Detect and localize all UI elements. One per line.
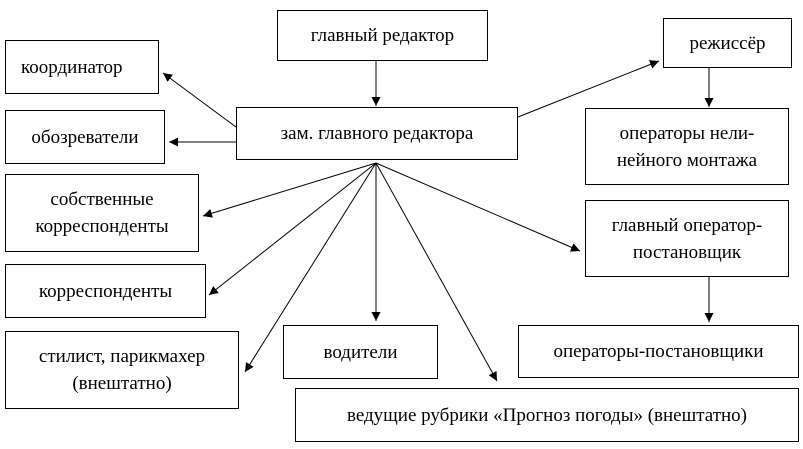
node-nonlinear-editors: операторы нели- нейного монтажа [585, 108, 789, 185]
node-label: зам. главного редактора [280, 123, 474, 144]
node-label: обозреватели [31, 126, 139, 148]
node-director: режиссёр [663, 18, 792, 68]
arrow-deputy-to-director [517, 60, 660, 118]
node-label: режиссёр [689, 32, 766, 54]
node-drivers: водители [283, 325, 438, 379]
arrow-deputy-to-stylist [244, 162, 377, 373]
arrow-deputy-to-chief-operator [375, 162, 581, 252]
node-correspondents: корреспонденты [5, 264, 206, 318]
arrow-deputy-to-correspondents [208, 162, 377, 296]
node-label: водители [323, 341, 398, 363]
node-label: операторы-постановщики [553, 341, 764, 362]
node-weather-hosts: ведущие рубрики «Прогноз погоды» (внешта… [295, 388, 799, 442]
node-label: главный редактор [310, 25, 455, 46]
node-label: корреспонденты [38, 280, 173, 302]
node-label: собственные корреспонденты [35, 189, 169, 237]
node-observers: обозреватели [5, 110, 165, 164]
node-coordinator: координатор [5, 40, 159, 94]
node-chief-operator: главный оператор- постановщик [585, 200, 789, 277]
node-own-correspondents: собственные корреспонденты [5, 174, 199, 252]
arrow-deputy-to-own-correspondents [202, 162, 377, 218]
node-operators: операторы-постановщики [518, 325, 799, 378]
node-chief-editor: главный редактор [277, 10, 488, 61]
node-label: стилист, парикмахер (внештатно) [38, 346, 206, 394]
node-label: координатор [21, 56, 123, 78]
node-deputy-chief-editor: зам. главного редактора [236, 107, 518, 160]
node-stylist: стилист, парикмахер (внештатно) [5, 331, 239, 409]
node-label: операторы нели- нейного монтажа [616, 122, 758, 171]
node-label: главный оператор- постановщик [611, 214, 763, 263]
arrow-deputy-to-coordinator [162, 72, 237, 128]
node-label: ведущие рубрики «Прогноз погоды» (внешта… [346, 404, 748, 426]
arrow-deputy-to-weather-hosts [375, 162, 498, 382]
